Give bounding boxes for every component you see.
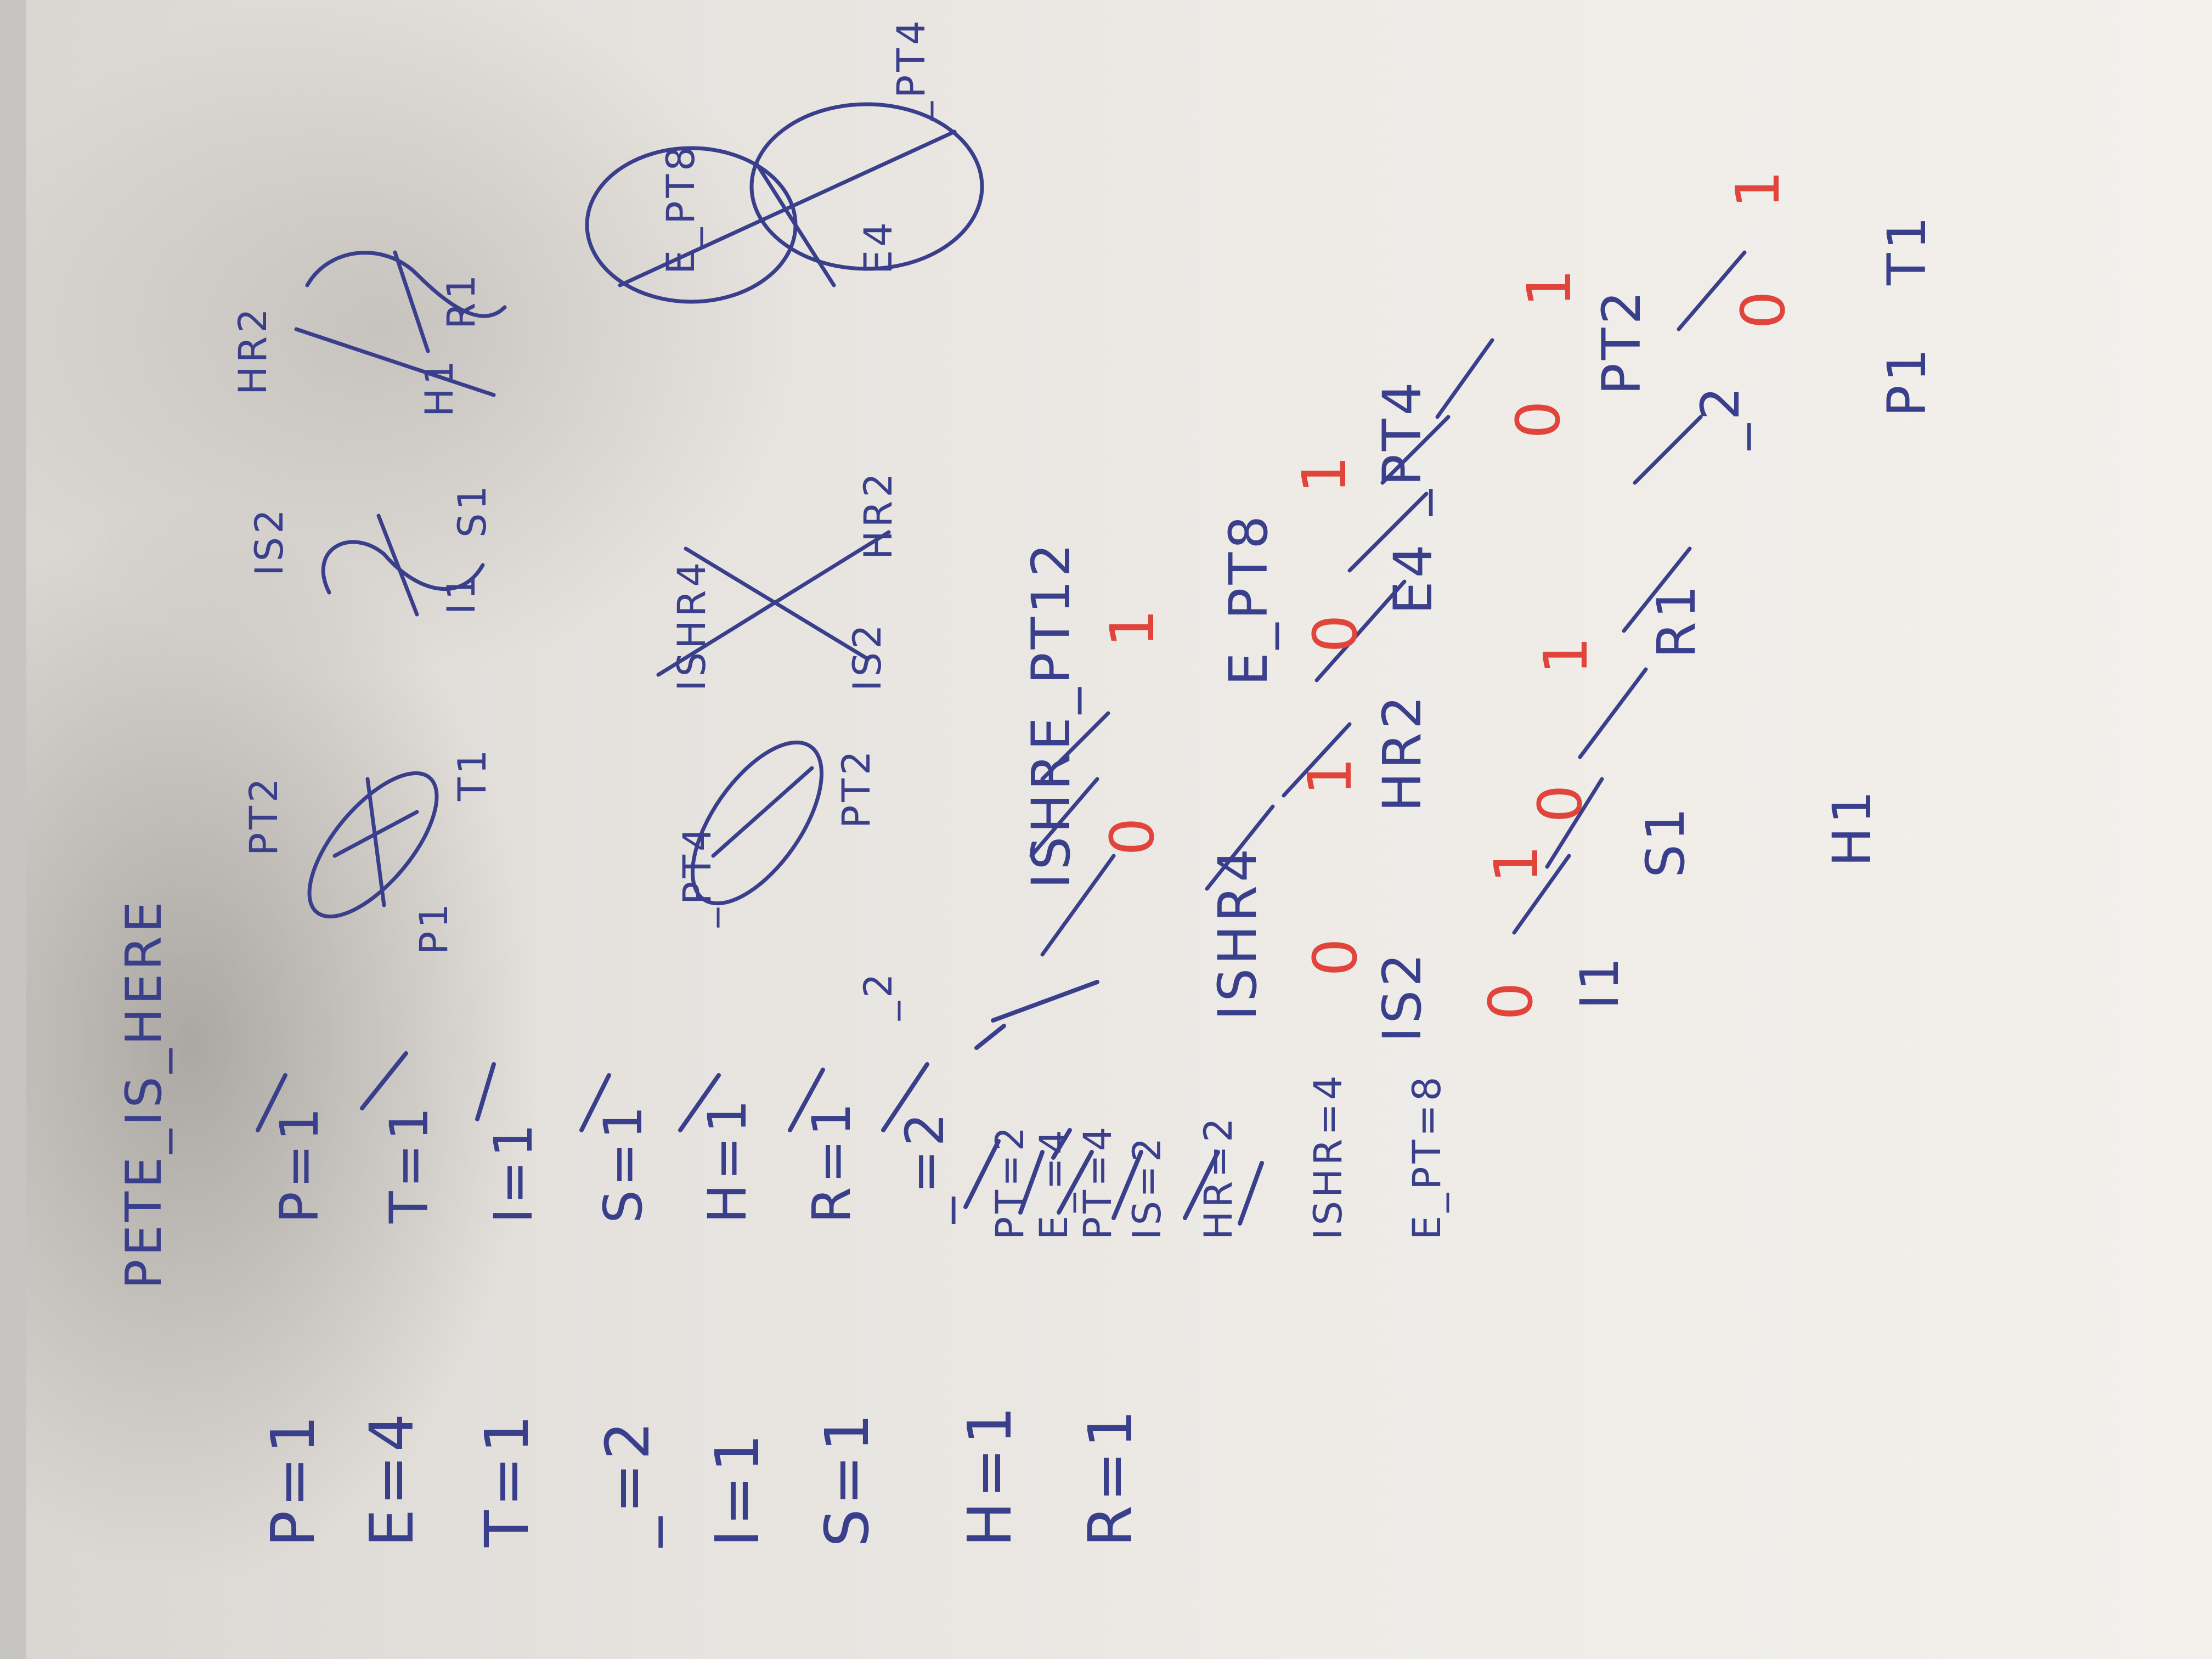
tree-bit: 0 bbox=[1728, 287, 1798, 329]
tree-node: PT2 bbox=[1591, 287, 1652, 395]
tree-bit: 1 bbox=[1723, 167, 1793, 208]
tree-bit: 0 bbox=[1097, 814, 1167, 856]
tree-bit: 1 bbox=[1514, 266, 1584, 307]
tree-node: E4 bbox=[1383, 541, 1444, 614]
tree-bit: 0 bbox=[1503, 397, 1573, 439]
tree-bit: 1 bbox=[1481, 842, 1551, 883]
tree-root: ISHRE_PT12 bbox=[1020, 540, 1082, 889]
tree-node: I1 bbox=[1569, 953, 1630, 1009]
tree-node: H1 bbox=[1821, 787, 1883, 867]
tree-bit: 1 bbox=[1289, 452, 1359, 494]
tree-bit: 1 bbox=[1531, 633, 1601, 675]
tree-node: HR2 bbox=[1372, 692, 1433, 812]
tree-node: IS2 bbox=[1372, 950, 1433, 1042]
tree-node: S1 bbox=[1635, 804, 1696, 878]
tree-node: R1 bbox=[1646, 582, 1707, 658]
tree-bit: 0 bbox=[1476, 979, 1546, 1020]
paper-edge bbox=[0, 0, 26, 1659]
tree-bit: 1 bbox=[1097, 606, 1167, 647]
tree-bit: 0 bbox=[1300, 935, 1370, 977]
tree-node: _2 bbox=[1690, 383, 1751, 450]
tree-node: E_PT8 bbox=[1218, 512, 1279, 686]
tree-node: ISHR4 bbox=[1207, 845, 1268, 1020]
tree-node: T1 bbox=[1876, 213, 1938, 285]
tree-bit: 1 bbox=[1295, 754, 1365, 795]
tree-node: P1 bbox=[1876, 345, 1938, 417]
tree-bit: 0 bbox=[1300, 611, 1370, 653]
tree-bit: 0 bbox=[1525, 781, 1595, 823]
tree-node: _PT4 bbox=[1372, 379, 1433, 516]
